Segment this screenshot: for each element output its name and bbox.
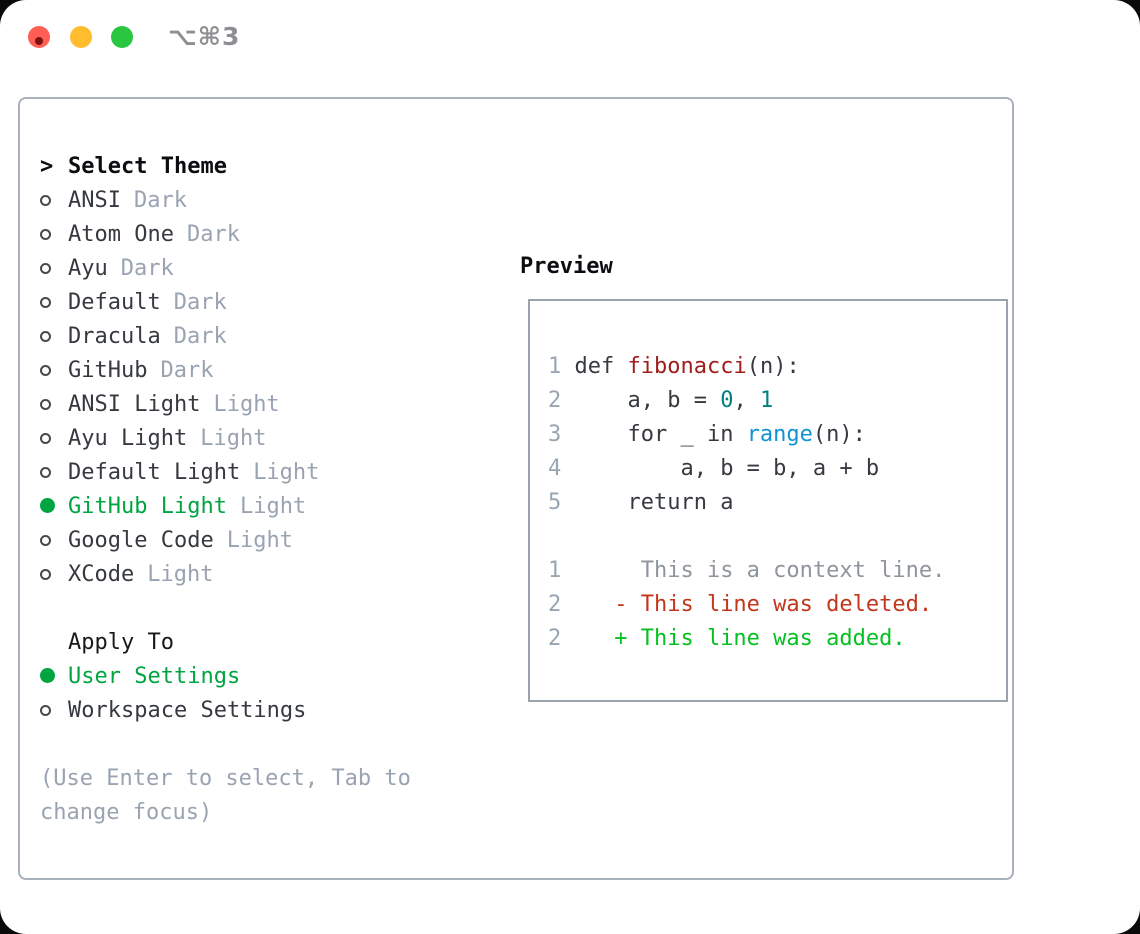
zoom-button[interactable] xyxy=(111,26,133,48)
radio-unselected-icon xyxy=(40,229,51,240)
close-dot-icon xyxy=(35,36,43,45)
preview-code-box: 1 def fibonacci(n): 2 a, b = 0, 1 3 for … xyxy=(528,299,1008,702)
hint-text-line1: (Use Enter to select, Tab to xyxy=(40,766,411,791)
minimize-button[interactable] xyxy=(70,26,92,48)
select-theme-label: Select Theme xyxy=(68,154,227,179)
code-preview: 1 def fibonacci(n): 2 a, b = 0, 1 3 for … xyxy=(548,350,945,656)
cursor-arrow-icon: > xyxy=(40,154,54,179)
radio-unselected-icon xyxy=(40,263,51,274)
radio-unselected-icon xyxy=(40,705,51,716)
apply-option-workspace-settings[interactable]: Workspace Settings xyxy=(40,694,411,728)
radio-unselected-icon xyxy=(40,195,51,206)
diff-context-line: 1 This is a context line. xyxy=(548,558,946,583)
select-theme-heading: > Select Theme xyxy=(40,150,411,184)
radio-unselected-icon xyxy=(40,399,51,410)
radio-unselected-icon xyxy=(40,535,51,546)
window-title: ⌥⌘3 xyxy=(168,22,241,51)
code-line: 2 a, b = 0, 1 xyxy=(548,388,774,413)
radio-unselected-icon xyxy=(40,467,51,478)
radio-unselected-icon xyxy=(40,365,51,376)
radio-unselected-icon xyxy=(40,433,51,444)
code-line: 5 return a xyxy=(548,490,734,515)
close-button[interactable] xyxy=(28,26,50,48)
diff-added-line: 2 + This line was added. xyxy=(548,626,906,651)
code-line: 4 a, b = b, a + b xyxy=(548,456,880,481)
code-line: 3 for _ in range(n): xyxy=(548,422,866,447)
radio-unselected-icon xyxy=(40,569,51,580)
radio-unselected-icon xyxy=(40,331,51,342)
radio-selected-icon xyxy=(40,498,55,513)
code-line-blank xyxy=(548,520,945,554)
radio-unselected-icon xyxy=(40,297,51,308)
titlebar: ⌥⌘3 xyxy=(0,0,1140,74)
preview-heading: Preview xyxy=(520,254,613,279)
apply-to-label: Apply To xyxy=(68,630,174,655)
radio-selected-icon xyxy=(40,668,55,683)
hint-text-line2: change focus) xyxy=(40,800,213,825)
code-line: 1 def fibonacci(n): xyxy=(548,354,800,379)
apply-option-user-settings[interactable]: User Settings xyxy=(40,660,411,694)
apply-to-heading: Apply To xyxy=(40,626,411,660)
diff-deleted-line: 2 - This line was deleted. xyxy=(548,592,933,617)
